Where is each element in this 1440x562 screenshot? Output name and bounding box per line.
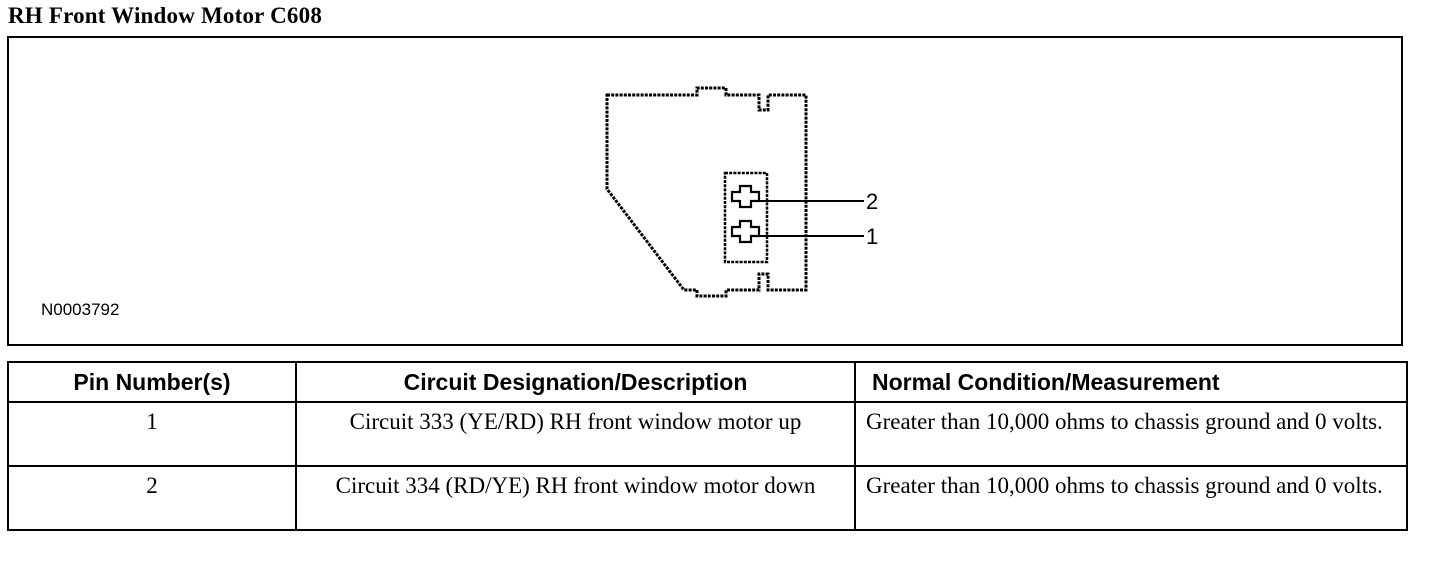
pin-2-label: 2	[866, 189, 878, 214]
pin-1-label: 1	[866, 224, 878, 249]
header-circuit-description: Circuit Designation/Description	[295, 361, 856, 403]
header-normal-condition: Normal Condition/Measurement	[854, 361, 1408, 403]
page-title: RH Front Window Motor C608	[8, 3, 323, 28]
pin-1-terminal	[730, 219, 761, 244]
table-row: 2 Circuit 334 (RD/YE) RH front window mo…	[7, 465, 1408, 531]
measurement-cell: Greater than 10,000 ohms to chassis grou…	[854, 401, 1408, 467]
table-header-row: Pin Number(s) Circuit Designation/Descri…	[7, 361, 1408, 403]
pin-number-cell: 2	[7, 465, 297, 531]
connector-housing	[605, 86, 808, 298]
circuit-description-cell: Circuit 333 (YE/RD) RH front window moto…	[295, 401, 856, 467]
terminal-cavity	[723, 171, 769, 264]
pin-2-terminal	[730, 184, 761, 209]
connector-diagram: 2 1 N0003792	[7, 36, 1403, 346]
table-row: 1 Circuit 333 (YE/RD) RH front window mo…	[7, 401, 1408, 467]
figure-id: N0003792	[41, 300, 120, 319]
connector-face-view: 2 1	[605, 86, 878, 298]
pin-table: Pin Number(s) Circuit Designation/Descri…	[7, 361, 1408, 531]
header-pin-numbers: Pin Number(s)	[7, 361, 297, 403]
measurement-cell: Greater than 10,000 ohms to chassis grou…	[854, 465, 1408, 531]
circuit-description-cell: Circuit 334 (RD/YE) RH front window moto…	[295, 465, 856, 531]
pin-number-cell: 1	[7, 401, 297, 467]
